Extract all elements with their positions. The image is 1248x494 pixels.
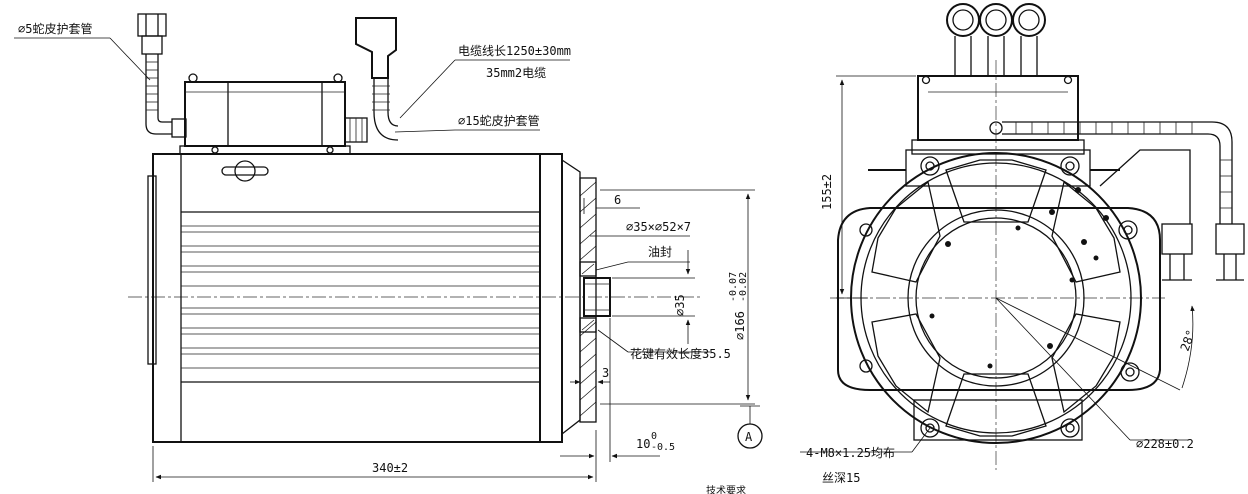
height-label: 155±2 [820,174,834,210]
terminal-caps [946,3,1046,76]
footer-fragment: 技术要求 [706,484,746,494]
overall-length-label: 340±2 [372,461,408,475]
cooling-fins [181,225,540,369]
large-conduit [344,17,399,143]
conduit-large-label: ⌀15蛇皮护套管 [458,113,540,128]
dim-10-label: 10 [636,437,650,451]
datum-a-label: A [745,430,753,444]
flange-tol-lower: -0.02 [738,272,749,302]
flange-diameter-label: ⌀166 [733,311,747,340]
junction-box [179,73,351,155]
dim-10-tol-upper: 0 [651,431,657,442]
oil-seal-label: 油封 [648,245,672,259]
front-flange [539,153,611,443]
front-dimensions [800,75,1195,453]
front-body [837,149,1161,444]
front-conduit [989,121,1245,281]
thread-depth-label: 丝深15 [822,471,860,485]
front-view: 155±2 28° ⌀228±0.2 4-M8×1.25均布 丝深15 [800,3,1245,485]
side-dimensions [14,37,763,482]
motor-housing [147,153,541,443]
flange-hatching [579,181,597,417]
dim-3-label: 3 [602,366,609,380]
junction-box-front [911,75,1085,155]
dim-10-tol-lower: -0.5 [651,442,675,453]
small-holes [929,187,1109,369]
side-view: ⌀5蛇皮护套管 电缆线长1250±30mm 35mm2电缆 ⌀15蛇皮护套管 6… [14,13,763,494]
bearing-label: ⌀35×⌀52×7 [626,220,691,234]
flange-tol-upper: -0.07 [728,272,739,302]
cable-length-label: 电缆线长1250±30mm [458,44,571,58]
holes-label: 4-M8×1.25均布 [806,446,895,460]
lifting-eye [221,160,269,182]
spline-label: 花键有效长度35.5 [630,346,731,361]
conduit-small-label: ⌀5蛇皮护套管 [18,21,92,36]
small-conduit [137,13,187,138]
cable-spec-label: 35mm2电缆 [486,66,546,80]
flange-diameter-dim: ⌀166 -0.07 -0.02 [728,272,749,340]
bolt-circle-label: ⌀228±0.2 [1136,437,1194,451]
shaft-diameter-label: ⌀35 [673,294,687,316]
angle-label: 28° [1178,328,1199,353]
dim-6-label: 6 [614,193,621,207]
mounting-holes [859,156,1140,438]
